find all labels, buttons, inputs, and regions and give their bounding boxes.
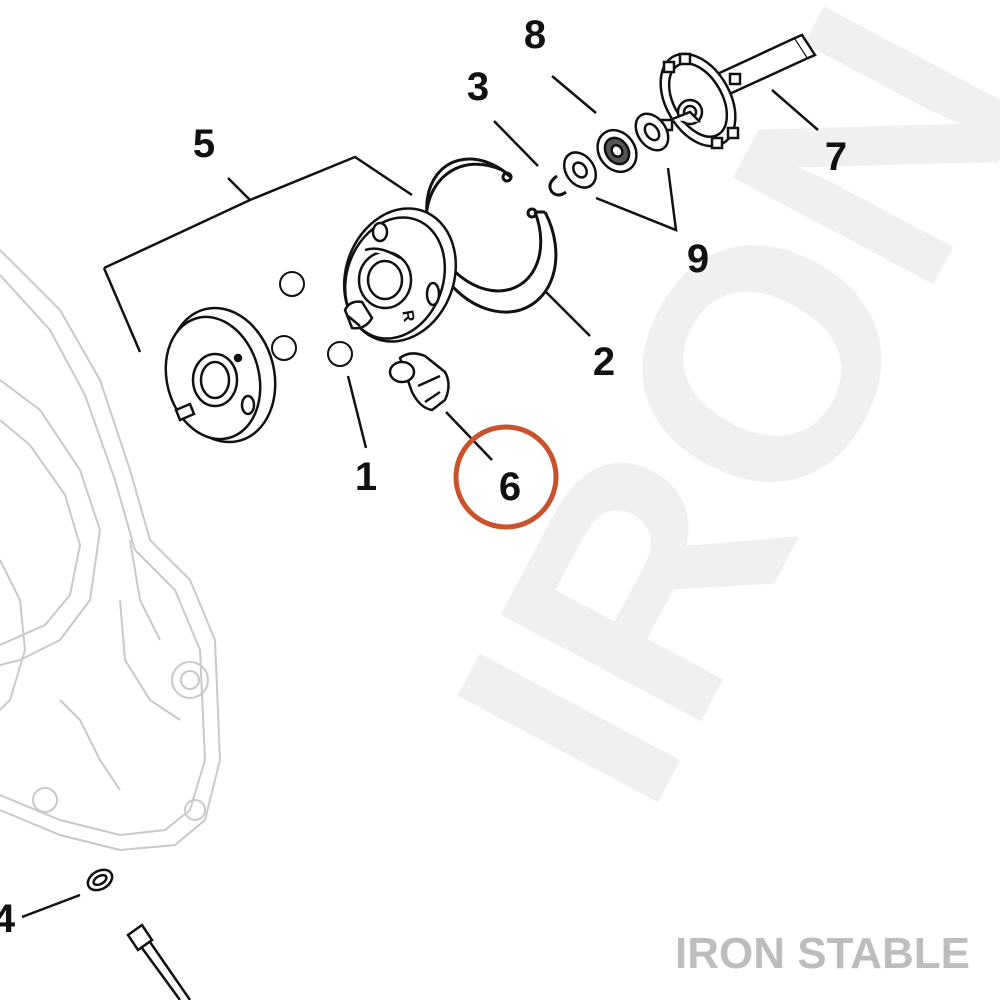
leader-8: [551, 75, 597, 114]
drive-plate: R: [342, 207, 458, 343]
leader-9: [595, 167, 678, 232]
ball-bearings: [271, 271, 353, 367]
leader-5-bracket: [103, 155, 413, 270]
leader-7: [771, 89, 819, 131]
leader-5-stem: [227, 177, 251, 201]
leader-5-left: [102, 267, 142, 353]
ghost-housing: [0, 249, 222, 852]
callout-6: 6: [499, 465, 521, 509]
callout-5: 5: [193, 122, 215, 166]
leader-2: [545, 291, 591, 337]
washer-stack: [562, 112, 670, 189]
callout-labels: 1 2 3 4 5 6 7 8 9: [0, 13, 847, 941]
leader-1: [346, 375, 368, 449]
leader-lines: [21, 75, 819, 919]
cam-follower: [388, 352, 450, 412]
callout-9: 9: [687, 237, 709, 281]
highlight-circle: [453, 424, 559, 530]
callout-2: 2: [593, 340, 615, 384]
callout-8: 8: [524, 13, 546, 57]
part-marking-r: R: [398, 309, 417, 324]
shaft-assembly: [659, 33, 817, 150]
callout-3: 3: [467, 65, 489, 109]
callout-7: 7: [825, 135, 847, 179]
brand-logo-text: IRON STABLE: [675, 929, 970, 978]
leader-4: [21, 893, 81, 919]
callout-1: 1: [355, 455, 377, 499]
leader-6: [445, 411, 493, 461]
o-ring-and-pin: [86, 868, 192, 1000]
leader-3: [493, 120, 539, 167]
e-clip: [548, 174, 567, 197]
back-plate: [164, 306, 277, 444]
callout-4: 4: [0, 897, 16, 941]
